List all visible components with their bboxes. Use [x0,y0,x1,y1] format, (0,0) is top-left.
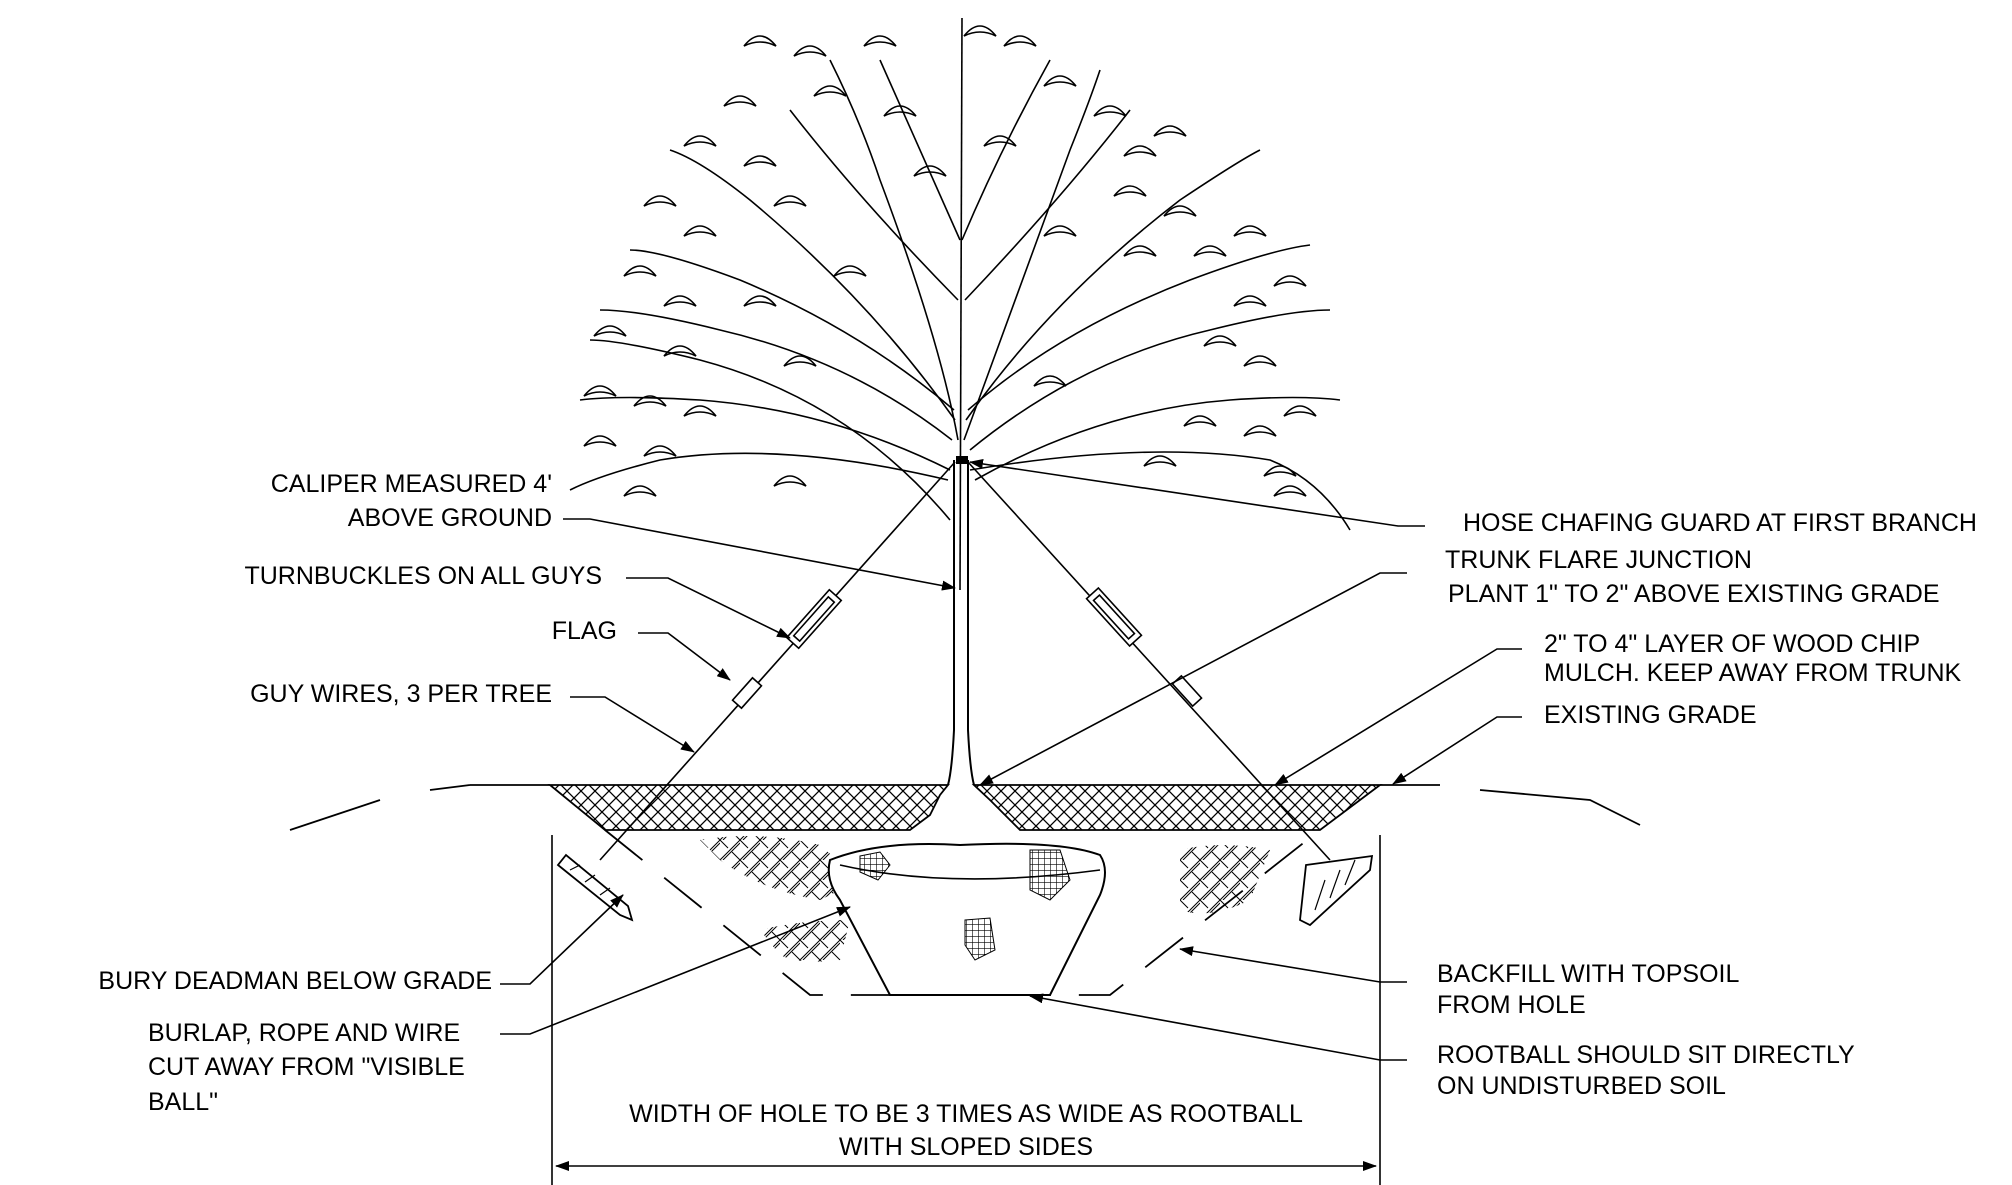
hose-chafing-guard [956,456,968,464]
label-burlap-line1: BURLAP, ROPE AND WIRE [148,1019,461,1047]
tree-canopy [569,17,1351,591]
label-rootball-line1: ROOTBALL SHOULD SIT DIRECTLY [1437,1041,1855,1069]
label-hole-width-line1: WIDTH OF HOLE TO BE 3 TIMES AS WIDE AS R… [629,1100,1303,1128]
label-caliper-line2: ABOVE GROUND [347,504,552,532]
label-guy-wires: GUY WIRES, 3 PER TREE [250,680,552,708]
burlap-patch-3 [964,917,996,961]
label-burlap-line3: BALL" [148,1088,219,1116]
turnbuckles [785,586,1143,650]
label-mulch-line2: MULCH. KEEP AWAY FROM TRUNK [1544,659,1962,687]
label-turnbuckles: TURNBUCKLES ON ALL GUYS [244,562,602,590]
label-backfill-line1: BACKFILL WITH TOPSOIL [1437,960,1740,988]
backfill-right [1180,845,1270,914]
label-existing-grade: EXISTING GRADE [1544,701,1757,729]
label-rootball-line2: ON UNDISTURBED SOIL [1437,1072,1726,1100]
leader-lines [500,458,1522,1061]
label-deadman: BURY DEADMAN BELOW GRADE [98,967,492,995]
label-trunk-flare-line1: TRUNK FLARE JUNCTION [1445,546,1752,574]
burlap-patch-2 [1029,849,1071,901]
backfill-left-low [760,920,850,962]
deadman-hatch [569,859,1356,911]
label-trunk-flare-line2: PLANT 1" TO 2" ABOVE EXISTING GRADE [1448,580,1940,608]
existing-grade [289,784,1641,831]
guy-wires [599,461,1331,861]
mulch-layer-right [971,784,1383,831]
label-hose-chafing-guard: HOSE CHAFING GUARD AT FIRST BRANCH [1463,509,1977,537]
tree-trunk [947,460,975,786]
tree-leaves [583,25,1317,497]
label-flag: FLAG [551,617,617,645]
label-burlap-line2: CUT AWAY FROM "VISIBLE [148,1053,465,1081]
width-dimension [551,835,1381,1185]
label-hole-width-line2: WITH SLOPED SIDES [838,1133,1094,1161]
mulch-layer [547,784,950,831]
label-mulch-line1: 2" TO 4" LAYER OF WOOD CHIP [1544,630,1921,658]
backfill-left [700,836,860,900]
burlap-patch-1 [859,851,891,881]
label-backfill-line2: FROM HOLE [1437,991,1586,1019]
label-caliper-line1: CALIPER MEASURED 4' [270,470,552,498]
